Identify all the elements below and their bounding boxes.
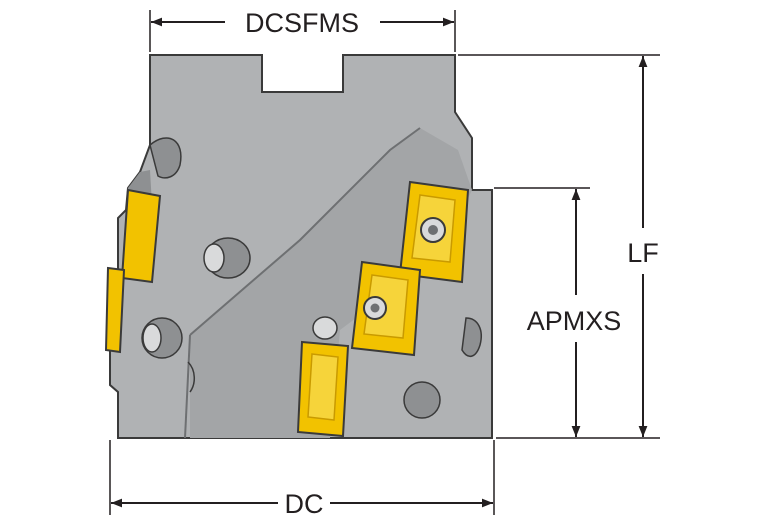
screw-icon [363, 296, 387, 320]
insert [296, 340, 350, 438]
coolant-hole [312, 316, 338, 340]
insert [120, 188, 162, 284]
insert [104, 266, 126, 354]
screw-icon [420, 217, 446, 243]
dimension-label: DC [285, 489, 324, 519]
dimension-apmxs: APMXS [494, 187, 622, 437]
insert [350, 260, 422, 357]
insert [398, 180, 470, 284]
coolant-hole [141, 317, 183, 359]
dimension-label: DCSFMS [245, 8, 359, 38]
coolant-hole [403, 381, 441, 419]
dimension-label: APMXS [527, 306, 622, 336]
dimension-label: LF [627, 238, 659, 268]
coolant-hole [203, 237, 251, 279]
dimension-dcsfms: DCSFMS [149, 8, 456, 52]
dimension-dc: DC [109, 440, 495, 519]
dimension-lf: LF [458, 54, 660, 439]
